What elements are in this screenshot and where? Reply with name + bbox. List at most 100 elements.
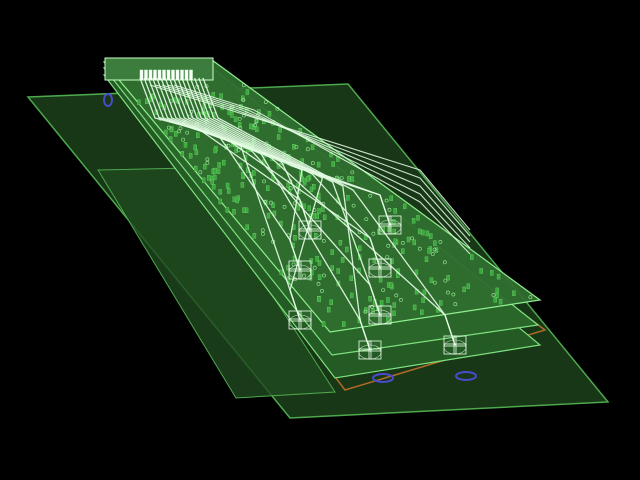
connector-pins	[139, 69, 193, 81]
signal-trace	[189, 77, 324, 321]
component-block	[327, 306, 331, 313]
via	[398, 297, 403, 302]
chip-package	[288, 260, 302, 272]
component-block	[493, 297, 497, 303]
component-block	[512, 290, 516, 296]
connector-pin	[166, 69, 171, 81]
component-block	[222, 159, 226, 166]
component-block	[194, 149, 199, 155]
component-block	[241, 171, 245, 178]
component-block	[336, 268, 340, 274]
component-block	[218, 198, 222, 205]
component-block	[242, 207, 246, 213]
via	[260, 231, 265, 236]
chip-package	[378, 215, 392, 227]
component-block	[321, 206, 325, 212]
component-block	[216, 168, 221, 174]
via	[381, 288, 386, 293]
chip-ring	[288, 264, 312, 280]
via	[305, 147, 310, 152]
component-block	[137, 99, 141, 105]
via	[301, 273, 306, 278]
bus-trace	[149, 84, 471, 231]
component-block	[315, 213, 319, 220]
component-block	[372, 257, 377, 263]
chip-package	[298, 268, 312, 280]
chip-package	[368, 348, 382, 360]
chip-ring	[288, 314, 312, 330]
component-block	[350, 292, 354, 299]
connector-pin	[153, 69, 157, 81]
component-block	[237, 121, 242, 128]
chip-package	[368, 305, 382, 317]
component-block	[217, 162, 221, 168]
component-block	[378, 276, 383, 283]
chip-package	[288, 268, 302, 280]
component-block	[422, 289, 427, 296]
bus-trace	[155, 84, 471, 237]
component-block	[225, 182, 230, 189]
connector-pin	[184, 69, 189, 81]
chip-cluster	[378, 215, 402, 235]
connector-pin	[148, 69, 153, 81]
via	[294, 145, 299, 149]
bus-trace	[167, 84, 471, 249]
component-block	[346, 195, 350, 201]
component-block	[212, 174, 217, 181]
component-block	[323, 214, 327, 221]
component-block	[414, 269, 419, 276]
component-block	[271, 202, 275, 208]
component-block	[312, 184, 316, 190]
component-block	[278, 127, 282, 133]
component-block	[226, 188, 231, 194]
bus-trace	[173, 84, 471, 255]
signal-trace	[172, 77, 311, 231]
chip-cluster	[443, 335, 467, 355]
signal-trace	[185, 77, 381, 269]
via	[350, 170, 355, 175]
via	[205, 157, 210, 162]
component-block	[411, 218, 416, 224]
component-block	[286, 264, 290, 271]
component-block	[392, 302, 396, 308]
signal-trace	[181, 77, 303, 271]
via	[386, 243, 391, 248]
component-block	[213, 147, 217, 154]
signal-trace	[193, 77, 381, 316]
component-block	[316, 161, 321, 168]
component-block	[406, 236, 411, 243]
via	[432, 247, 437, 252]
component-block	[233, 116, 238, 123]
component-block	[427, 248, 431, 254]
via	[384, 198, 389, 203]
component-block	[234, 147, 239, 153]
bus-trace	[161, 84, 471, 243]
connector-pin	[162, 69, 166, 81]
via	[369, 304, 374, 309]
via	[442, 260, 447, 265]
component-block	[213, 167, 217, 174]
via	[443, 278, 448, 283]
component-block	[416, 215, 420, 221]
component-block	[201, 177, 206, 184]
chip-package	[298, 310, 312, 322]
component-block	[330, 249, 334, 255]
chip-package	[288, 310, 302, 322]
chip-ring	[443, 339, 467, 355]
connector-pin	[171, 69, 175, 81]
chip-cluster	[368, 258, 392, 278]
component-block	[403, 203, 407, 210]
component-block	[412, 239, 416, 246]
chip-package	[388, 215, 402, 227]
chip-package	[308, 220, 322, 232]
chip-clusters	[288, 215, 467, 360]
via	[262, 179, 267, 184]
via	[321, 238, 326, 243]
component-block	[421, 297, 425, 303]
chip-package	[368, 340, 382, 352]
via	[394, 293, 399, 298]
via	[166, 125, 171, 130]
component-block	[292, 143, 296, 150]
